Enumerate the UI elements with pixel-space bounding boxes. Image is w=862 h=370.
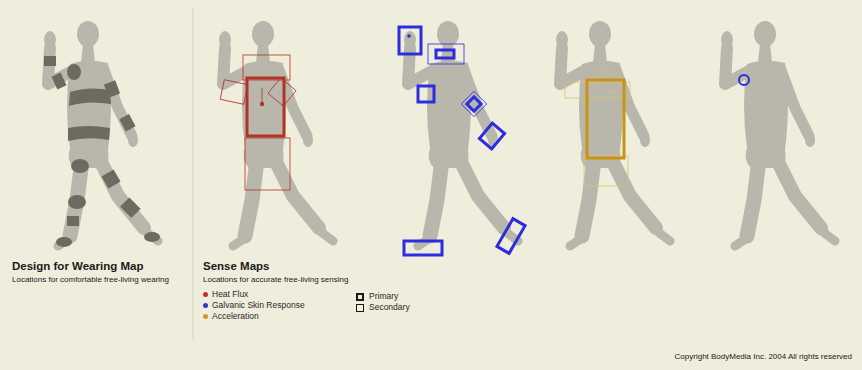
wear-patch [119,114,135,132]
wear-patch [120,197,141,218]
secondary-zone [584,156,628,186]
secondary-zone [243,55,290,80]
panel-subtitle: Locations for accurate free-living sensi… [203,275,348,284]
legend-text: Galvanic Skin Response [212,300,305,310]
legend-dot [203,314,208,319]
primary-zone [399,27,421,54]
secondary-swatch [356,304,364,312]
panel-heading: Design for Wearing Map [12,260,143,273]
legend-item: Heat Flux [203,290,248,299]
legend-item: Primary [356,292,398,301]
sensor-dot [260,102,264,106]
legend-item: Galvanic Skin Response [203,301,305,310]
body-figure [556,21,670,246]
legend-item: Acceleration [203,312,259,321]
primary-swatch [356,293,364,301]
secondary-zone [428,44,464,64]
legend-text: Primary [369,291,398,301]
secondary-zone [245,138,290,190]
copyright-note: Copyright BodyMedia Inc. 2004 All rights… [675,352,852,361]
primary-zone [479,123,504,149]
wear-patch [144,232,160,242]
panel-heading: Sense Maps [203,260,269,273]
legend-text: Secondary [369,302,410,312]
wear-patch [68,195,86,209]
wear-patch [68,126,110,141]
wear-patch [101,169,120,188]
gsr-map [399,27,525,255]
divider-line [193,8,194,340]
legend-item: Secondary [356,303,410,312]
wear-patch [71,159,89,173]
legend-dot [203,292,208,297]
body-figure [721,21,835,246]
sensor-lead [262,88,263,104]
primary-zone [497,219,525,254]
acceleration-map [565,68,630,186]
wear-patch [52,73,67,90]
primary-zone [436,50,454,58]
legend-text: Heat Flux [212,289,248,299]
secondary-zone [268,78,296,106]
sensor-dot [407,34,411,38]
body-figure [44,21,158,246]
primary-zone [418,86,434,102]
wear-patch [69,88,111,106]
wear-patch [56,237,72,247]
wear-patch [67,216,79,226]
panel-subtitle: Locations for comfortable free-living we… [12,275,169,284]
primary-zone [247,78,284,136]
secondary-zone [220,80,248,105]
primary-zone [587,80,624,158]
legend-text: Acceleration [212,311,259,321]
primary-zone [467,97,481,111]
primary-zone [404,241,442,255]
wear-patch [67,64,81,80]
secondary-zone [461,91,486,116]
wear-patch [104,80,120,97]
body-figure [219,21,333,246]
legend-dot [203,303,208,308]
heat-flux-map [220,55,296,190]
sensor-ring [739,75,749,85]
wear-patch [44,56,56,66]
wearing-patches [44,56,160,247]
